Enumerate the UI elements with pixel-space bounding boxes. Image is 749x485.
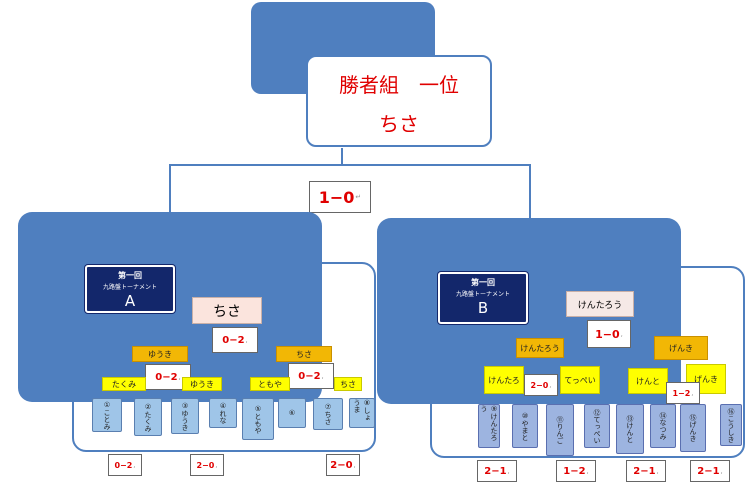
group-a-q-left-a: たくみ [102,377,146,391]
final-score: 1−0↵ [309,181,371,213]
group-b-player-11: ⑪りんご [546,404,574,456]
group-b-player-16: ⑯こうしき [720,404,742,446]
group-b-score-bottom-1: 2−1, [477,460,517,482]
group-b-semi-left: けんたろう [516,338,564,358]
group-b-q-right-a: けんと [628,368,668,394]
group-a-player-2: ②たくみ [134,398,162,436]
group-a-score-top: 0−2, [212,327,258,353]
group-b-player-9: ⑨けんたろう [478,404,500,448]
group-a-title2: 九路盤トーナメント [102,284,157,291]
group-a-title-card: 第一回 九路盤トーナメント A [85,265,175,313]
group-b-semi-right: げんき [654,336,708,360]
group-b-player-12: ⑫てっぺい [584,404,610,448]
group-a-winner: ちさ [192,297,262,324]
winner-name: ちさ [379,112,419,136]
group-b-title1: 第一回 [471,277,495,287]
group-a-player-1: ①ことみ [92,398,122,432]
group-b-player-10: ⑩やまと [512,404,538,448]
group-b-player-13: ⑬けんと [616,404,644,454]
group-a-title1: 第一回 [118,270,142,280]
group-a-letter: A [124,292,136,310]
group-a-player-6: ⑥ [278,398,306,428]
group-b-letter: B [477,299,489,317]
group-b-score-bottom-2: 1−2, [556,460,596,482]
group-b-winner: けんたろう [566,291,634,317]
group-a-semi-left: ゆうき [132,346,188,362]
group-b-score-semi-right: 1−2, [666,382,700,404]
group-b-score-semi-left: 2−0, [524,374,558,396]
group-a-player-3: ③ゆうき [171,398,199,434]
group-a-q-right-b: ちさ [334,377,362,391]
group-b-q-left-a: けんたろ [484,366,524,394]
group-a-score-semi-right: 0−2, [288,363,334,389]
group-a-score-bottom-2: 2−0, [190,454,224,476]
group-b-score-bottom-4: 2−1, [690,460,730,482]
group-a-player-8: ⑧しょうま [349,398,375,428]
winner-card: 勝者組 一位 ちさ [306,55,492,147]
group-b-score-bottom-3: 2−1, [626,460,666,482]
group-b-score-top: 1−0, [587,320,631,348]
group-b-player-15: ⑮げんき [680,404,706,452]
group-a-q-right-a: ともや [250,377,290,391]
group-a-semi-right: ちさ [276,346,332,362]
group-b-title2: 九路盤トーナメント [455,291,510,298]
group-a-player-5: ⑤ともや [242,398,274,440]
group-a-score-bottom-1: 0−2, [108,454,142,476]
group-a-player-7: ⑦ちさ [313,398,343,430]
group-a-player-4: ④れな [209,398,237,428]
group-a-score-bottom-3: 2−0, [326,454,360,476]
group-b-q-left-b: てっぺい [560,366,600,394]
group-b-player-14: ⑭なつみ [650,404,676,448]
group-a-q-left-b: ゆうき [182,377,222,391]
winner-title: 勝者組 一位 [339,73,459,97]
group-b-title-card: 第一回 九路盤トーナメント B [438,272,528,324]
